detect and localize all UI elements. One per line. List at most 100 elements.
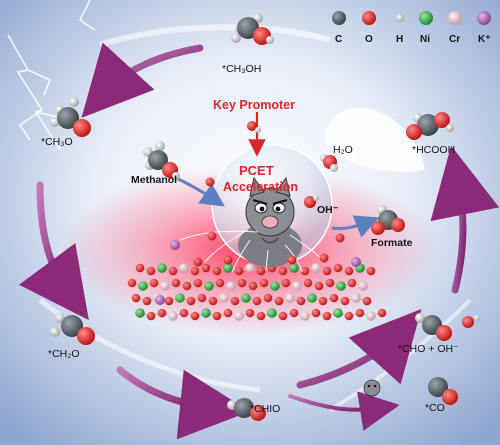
lattice-o-atom-icon: [347, 278, 357, 288]
lattice-ni-atom-icon: [270, 281, 280, 291]
lattice-o-atom-icon: [127, 278, 137, 288]
formate-arrow: [331, 215, 380, 238]
lattice-o-atom-icon: [259, 278, 269, 288]
lattice-o-atom-icon: [289, 308, 299, 318]
lattice-o-atom-icon: [278, 266, 288, 276]
lattice-ni-atom-icon: [135, 308, 145, 318]
lattice-o-atom-icon: [322, 266, 332, 276]
lightning-icon: [7, 0, 96, 151]
legend-label-c: C: [335, 34, 342, 45]
adsorbed-o-atom-icon: [287, 255, 297, 265]
lattice-o-atom-icon: [377, 308, 387, 318]
label-ch3oh: *CH₃OH: [222, 63, 261, 75]
o-atom-icon: [462, 316, 474, 328]
water-bubble: [325, 107, 425, 172]
legend: C O H Ni Cr K⁺: [332, 11, 491, 45]
legend-label-ni: Ni: [420, 34, 430, 45]
lattice-cr-atom-icon: [292, 281, 302, 291]
lattice-o-atom-icon: [208, 296, 218, 306]
lattice-o-atom-icon: [340, 296, 350, 306]
lattice-o-atom-icon: [274, 296, 284, 306]
lattice-o-atom-icon: [248, 281, 258, 291]
o-atom-icon: [442, 389, 458, 405]
lattice-o-atom-icon: [333, 263, 343, 273]
lattice-o-atom-icon: [212, 311, 222, 321]
ch2o-carbon-icon: [61, 315, 83, 337]
lattice-o-atom-icon: [171, 278, 181, 288]
lattice-cr-atom-icon: [219, 293, 229, 303]
o-atom-icon: [247, 121, 257, 131]
label-pcet: PCET: [239, 163, 274, 178]
adsorbed-o-atom-icon: [207, 231, 217, 241]
potassium-ion-icon: [170, 240, 180, 250]
lattice-o-atom-icon: [281, 278, 291, 288]
lattice-o-atom-icon: [190, 311, 200, 321]
arrow-ch2o-to-chio: [116, 366, 250, 440]
h-atom-icon: [255, 127, 261, 133]
label-ch3o: *CH₃O: [41, 136, 73, 148]
lattice-cr-atom-icon: [300, 311, 310, 321]
lattice-ni-atom-icon: [307, 293, 317, 303]
lattice-o-atom-icon: [245, 308, 255, 318]
legend-o-ball-icon: [362, 11, 376, 25]
h-atom-icon: [474, 315, 480, 321]
lattice-o-atom-icon: [230, 296, 240, 306]
legend-cr-ball-icon: [448, 11, 462, 25]
lattice-o-atom-icon: [252, 296, 262, 306]
adsorbed-o-atom-icon: [335, 233, 345, 243]
lattice-cr-atom-icon: [179, 263, 189, 273]
lattice-o-atom-icon: [278, 311, 288, 321]
lattice-o-atom-icon: [146, 266, 156, 276]
h-atom-icon: [50, 327, 60, 337]
lattice-o-atom-icon: [215, 278, 225, 288]
reaction-cycle-arrows: [19, 42, 500, 440]
lattice-o-atom-icon: [296, 296, 306, 306]
small-cat-mascot-icon: [363, 379, 381, 397]
lattice-cr-atom-icon: [311, 263, 321, 273]
lattice-o-atom-icon: [300, 266, 310, 276]
lattice-o-atom-icon: [329, 293, 339, 303]
h-atom-icon: [313, 195, 319, 201]
o-atom-icon: [77, 327, 95, 345]
o-atom-icon: [304, 196, 316, 208]
lattice-ni-atom-icon: [157, 263, 167, 273]
lattice-o-atom-icon: [142, 296, 152, 306]
legend-h-ball-icon: [396, 14, 404, 22]
lattice-ni-atom-icon: [333, 308, 343, 318]
arrow-ch3o-to-ch2o: [19, 181, 89, 321]
lattice-ni-atom-icon: [138, 281, 148, 291]
label-co: *CO: [425, 402, 445, 414]
adsorbed-o-atom-icon: [223, 255, 233, 265]
lattice-o-atom-icon: [366, 266, 376, 276]
h-atom-icon: [231, 33, 241, 43]
legend-c-ball-icon: [332, 11, 346, 25]
lattice-ni-atom-icon: [241, 293, 251, 303]
lattice-o-atom-icon: [355, 308, 365, 318]
o-atom-icon: [434, 112, 450, 128]
lattice-cr-atom-icon: [160, 281, 170, 291]
lattice-o-atom-icon: [314, 281, 324, 291]
label-h2o: H₂O: [333, 144, 353, 156]
lattice-cr-atom-icon: [226, 281, 236, 291]
legend-label-o: O: [365, 34, 373, 45]
h-atom-icon: [446, 124, 454, 132]
h-atom-icon: [330, 164, 338, 172]
lattice-ni-atom-icon: [289, 263, 299, 273]
lattice-o-atom-icon: [362, 296, 372, 306]
lattice-o-atom-icon: [344, 266, 354, 276]
lattice-ni-atom-icon: [336, 281, 346, 291]
label-oh: OH⁻: [317, 204, 339, 216]
label-ch2o: *CH₂O: [48, 348, 80, 360]
lattice-o-atom-icon: [179, 308, 189, 318]
lattice-o-atom-icon: [344, 311, 354, 321]
o-atom-icon: [391, 218, 405, 232]
lattice-o-atom-icon: [197, 293, 207, 303]
lattice-o-atom-icon: [318, 296, 328, 306]
lattice-o-atom-icon: [164, 296, 174, 306]
lattice-o-atom-icon: [186, 296, 196, 306]
o-atom-icon: [406, 124, 422, 140]
o-atom-icon: [436, 325, 452, 341]
lattice-o-atom-icon: [256, 311, 266, 321]
lattice-o-atom-icon: [135, 263, 145, 273]
adsorbed-o-atom-icon: [205, 177, 215, 187]
